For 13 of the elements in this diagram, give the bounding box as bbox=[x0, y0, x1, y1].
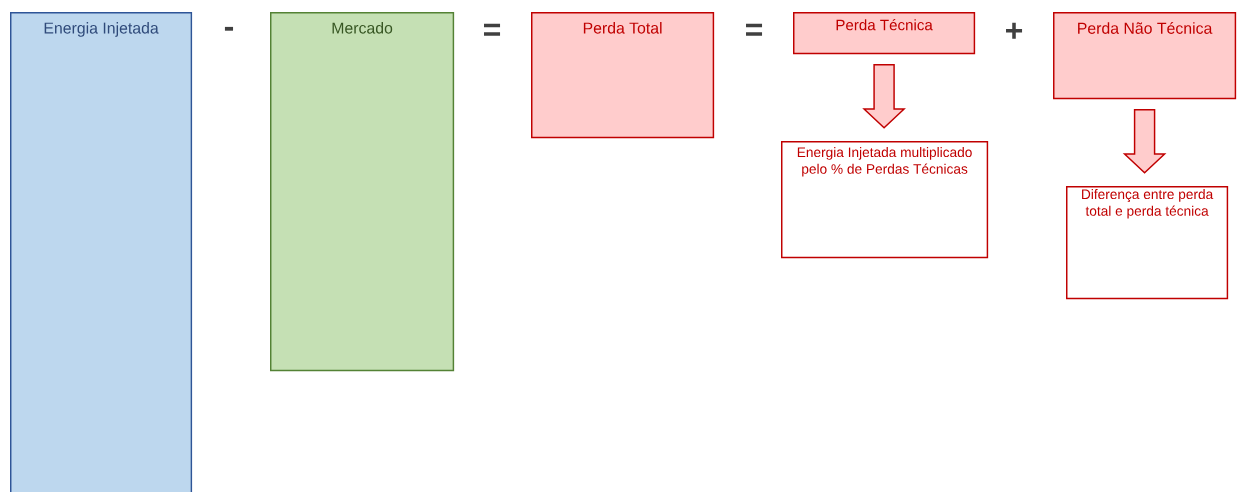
result-box: Perda Técnica bbox=[793, 12, 976, 55]
block-arrow bbox=[862, 64, 906, 129]
description-box: Diferença entre perda total e perda técnica bbox=[1066, 186, 1229, 300]
result-box: Perda Não Técnica bbox=[1053, 12, 1237, 100]
operator-sign: - bbox=[224, 26, 234, 31]
block-arrow bbox=[1122, 109, 1167, 174]
operator-sign: = bbox=[484, 23, 501, 36]
column-box: Mercado bbox=[270, 12, 455, 372]
column-box: Energia Injetada bbox=[10, 12, 193, 492]
operator-sign: + bbox=[1006, 22, 1023, 39]
description-box: Energia Injetada multiplicado pelo % de Perdas Técnicas bbox=[781, 141, 989, 259]
result-box: Perda Total bbox=[531, 12, 715, 139]
operator-sign: = bbox=[746, 23, 763, 36]
